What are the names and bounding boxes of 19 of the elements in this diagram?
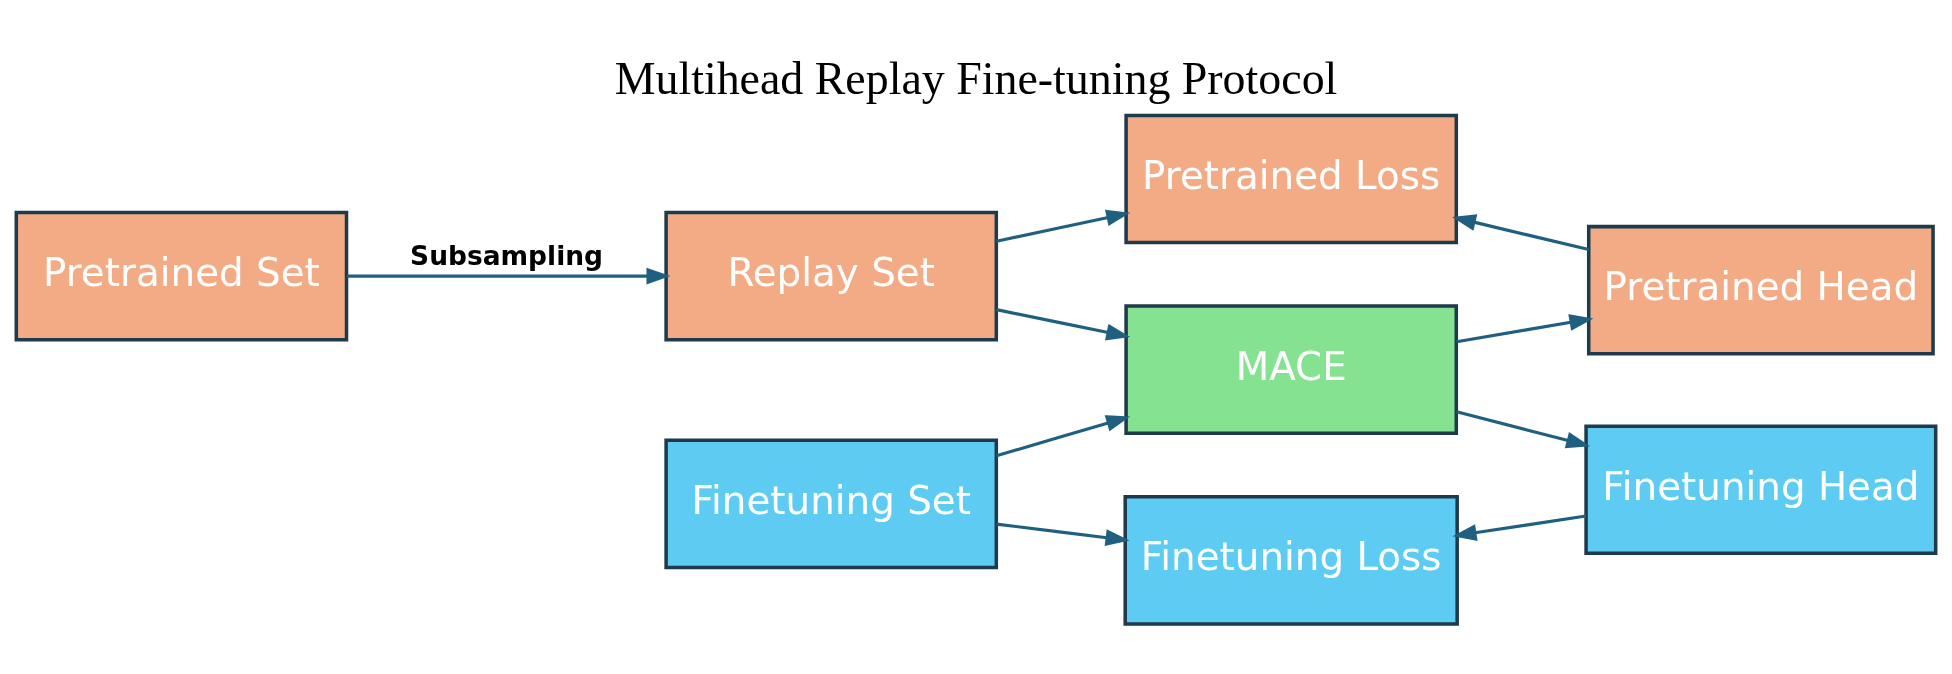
node-box: Finetuning Head	[1584, 424, 1938, 556]
node-box: Pretrained Set	[14, 210, 349, 342]
node-box: MACE	[1124, 304, 1459, 435]
arrow	[996, 415, 1131, 458]
arrow	[1452, 214, 1590, 252]
node-box: Pretrained Head	[1586, 224, 1935, 356]
arrow	[1452, 514, 1587, 541]
edge-label: Subsampling	[410, 240, 604, 272]
diagram-title: Multihead Replay Fine-tuning Protocol	[614, 52, 1338, 104]
node-box: Finetuning Set	[664, 438, 999, 570]
arrow	[996, 308, 1131, 341]
arrow	[1456, 314, 1594, 344]
arrow	[996, 522, 1130, 546]
node-box: Pretrained Loss	[1124, 113, 1459, 245]
node-box: Replay Set	[664, 210, 999, 342]
arrow	[1456, 410, 1591, 449]
arrow	[347, 267, 671, 285]
node-box: Finetuning Loss	[1123, 495, 1459, 626]
arrow	[996, 209, 1131, 243]
